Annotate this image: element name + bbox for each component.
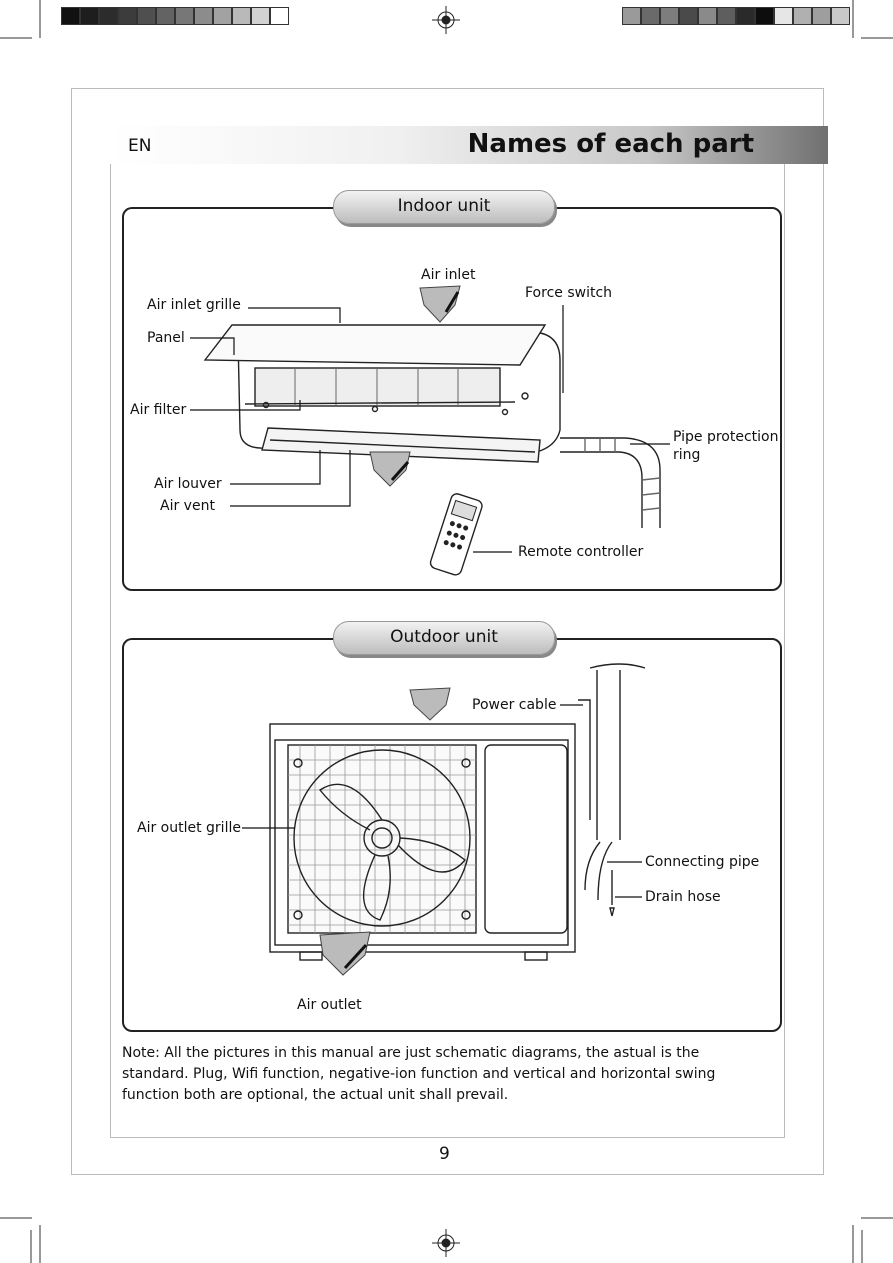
color-swatch — [812, 7, 831, 25]
color-swatch — [99, 7, 118, 25]
content-frame — [110, 126, 785, 1138]
color-swatch — [175, 7, 194, 25]
color-swatch — [641, 7, 660, 25]
remote-controller-drawing — [429, 493, 483, 576]
language-code: EN — [128, 136, 152, 156]
label-panel: Panel — [147, 330, 185, 346]
color-swatch — [232, 7, 251, 25]
air-inlet-arrow — [419, 285, 461, 323]
air-vent-arrow — [369, 451, 411, 487]
label-air-outlet-grille: Air outlet grille — [137, 820, 241, 836]
color-swatch — [736, 7, 755, 25]
color-swatch — [61, 7, 80, 25]
indoor-louver — [261, 427, 541, 463]
label-remote-controller: Remote controller — [518, 544, 644, 560]
label-pipe-protection-ring-2: ring — [673, 447, 701, 463]
section-header: EN Names of each part — [110, 126, 828, 164]
color-swatch — [774, 7, 793, 25]
label-force-switch: Force switch — [525, 285, 613, 301]
label-air-vent: Air vent — [160, 498, 215, 514]
indoor-pipe — [560, 437, 661, 528]
page-number: 9 — [439, 1144, 450, 1164]
label-air-inlet: Air inlet — [421, 267, 476, 283]
label-air-outlet: Air outlet — [297, 997, 362, 1013]
page-frame — [71, 88, 824, 1175]
indoor-panel — [203, 324, 547, 366]
color-swatch — [660, 7, 679, 25]
page-title: Names of each part — [467, 129, 754, 159]
color-swatch — [755, 7, 774, 25]
color-swatch — [831, 7, 850, 25]
label-drain-hose: Drain hose — [645, 889, 721, 905]
wall-pipe — [596, 670, 621, 840]
registration-target-top — [432, 6, 460, 34]
outdoor-unit-heading: Outdoor unit — [333, 621, 555, 655]
color-swatch — [270, 7, 289, 25]
color-swatch — [698, 7, 717, 25]
note-text: Note: All the pictures in this manual ar… — [122, 1045, 716, 1103]
color-swatch — [622, 7, 641, 25]
outdoor-top-arrow — [409, 687, 451, 721]
color-swatch — [194, 7, 213, 25]
color-swatch — [793, 7, 812, 25]
label-air-filter: Air filter — [130, 402, 187, 418]
power-cable — [578, 699, 591, 820]
color-swatch — [137, 7, 156, 25]
color-swatch — [118, 7, 137, 25]
color-swatch — [156, 7, 175, 25]
indoor-unit-heading: Indoor unit — [333, 190, 555, 224]
label-air-louver: Air louver — [154, 476, 222, 492]
color-bar-left — [61, 7, 289, 25]
force-switch-dot — [521, 392, 529, 400]
color-swatch — [679, 7, 698, 25]
outdoor-fan — [293, 749, 471, 927]
label-power-cable: Power cable — [472, 697, 557, 713]
registration-target-bottom — [432, 1229, 460, 1257]
connecting-pipe — [584, 841, 613, 901]
outdoor-grille — [287, 744, 477, 934]
air-outlet-arrow — [319, 931, 371, 976]
label-air-inlet-grille: Air inlet grille — [147, 297, 241, 313]
label-pipe-protection-ring-1: Pipe protection — [673, 429, 779, 445]
color-swatch — [251, 7, 270, 25]
color-swatch — [213, 7, 232, 25]
color-swatch — [717, 7, 736, 25]
color-swatch — [80, 7, 99, 25]
label-connecting-pipe: Connecting pipe — [645, 854, 760, 870]
color-bar-right — [622, 7, 850, 25]
